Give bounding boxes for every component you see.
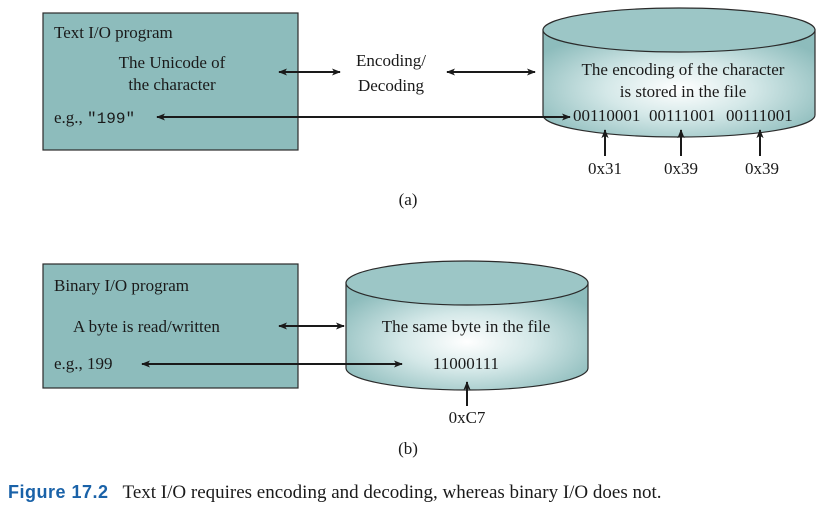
binary-io-program-title: Binary I/O program	[54, 276, 189, 295]
binary-example: e.g., 199	[54, 354, 113, 373]
binary-file-cylinder	[345, 260, 589, 391]
hex-3: 0x39	[745, 159, 779, 178]
file-line-1: The encoding of the character	[582, 60, 785, 79]
unicode-line-1: The Unicode of	[119, 53, 226, 72]
binary-hex: 0xC7	[449, 408, 486, 427]
byte-2: 00111001	[649, 106, 716, 125]
figure-caption: Figure 17.2 Text I/O requires encoding an…	[8, 482, 662, 503]
same-byte-line: The same byte in the file	[382, 317, 551, 336]
text-example-value: "199"	[87, 110, 135, 128]
byte-read-written: A byte is read/written	[73, 317, 220, 336]
text-io-program-title: Text I/O program	[54, 23, 173, 42]
part-a-label: (a)	[399, 190, 418, 209]
binary-byte: 11000111	[433, 354, 499, 373]
text-io-part: Text I/O program The Unicode of the char…	[42, 7, 816, 209]
text-io-program-box	[42, 12, 299, 151]
text-example: e.g., "199"	[54, 108, 135, 128]
binary-io-part: Binary I/O program A byte is read/writte…	[42, 260, 589, 458]
caption-label: Figure 17.2	[8, 482, 109, 502]
hex-1: 0x31	[588, 159, 622, 178]
text-example-prefix: e.g.,	[54, 108, 87, 127]
encoding-label-line-1: Encoding/	[356, 51, 426, 70]
part-b-label: (b)	[398, 439, 418, 458]
hex-2: 0x39	[664, 159, 698, 178]
byte-1: 00110001	[573, 106, 640, 125]
encoding-label-line-2: Decoding	[358, 76, 425, 95]
byte-3: 00111001	[726, 106, 793, 125]
caption-text: Text I/O requires encoding and decoding,…	[123, 482, 662, 503]
text-file-cylinder	[542, 7, 816, 138]
unicode-line-2: the character	[128, 75, 216, 94]
file-line-2: is stored in the file	[620, 82, 747, 101]
